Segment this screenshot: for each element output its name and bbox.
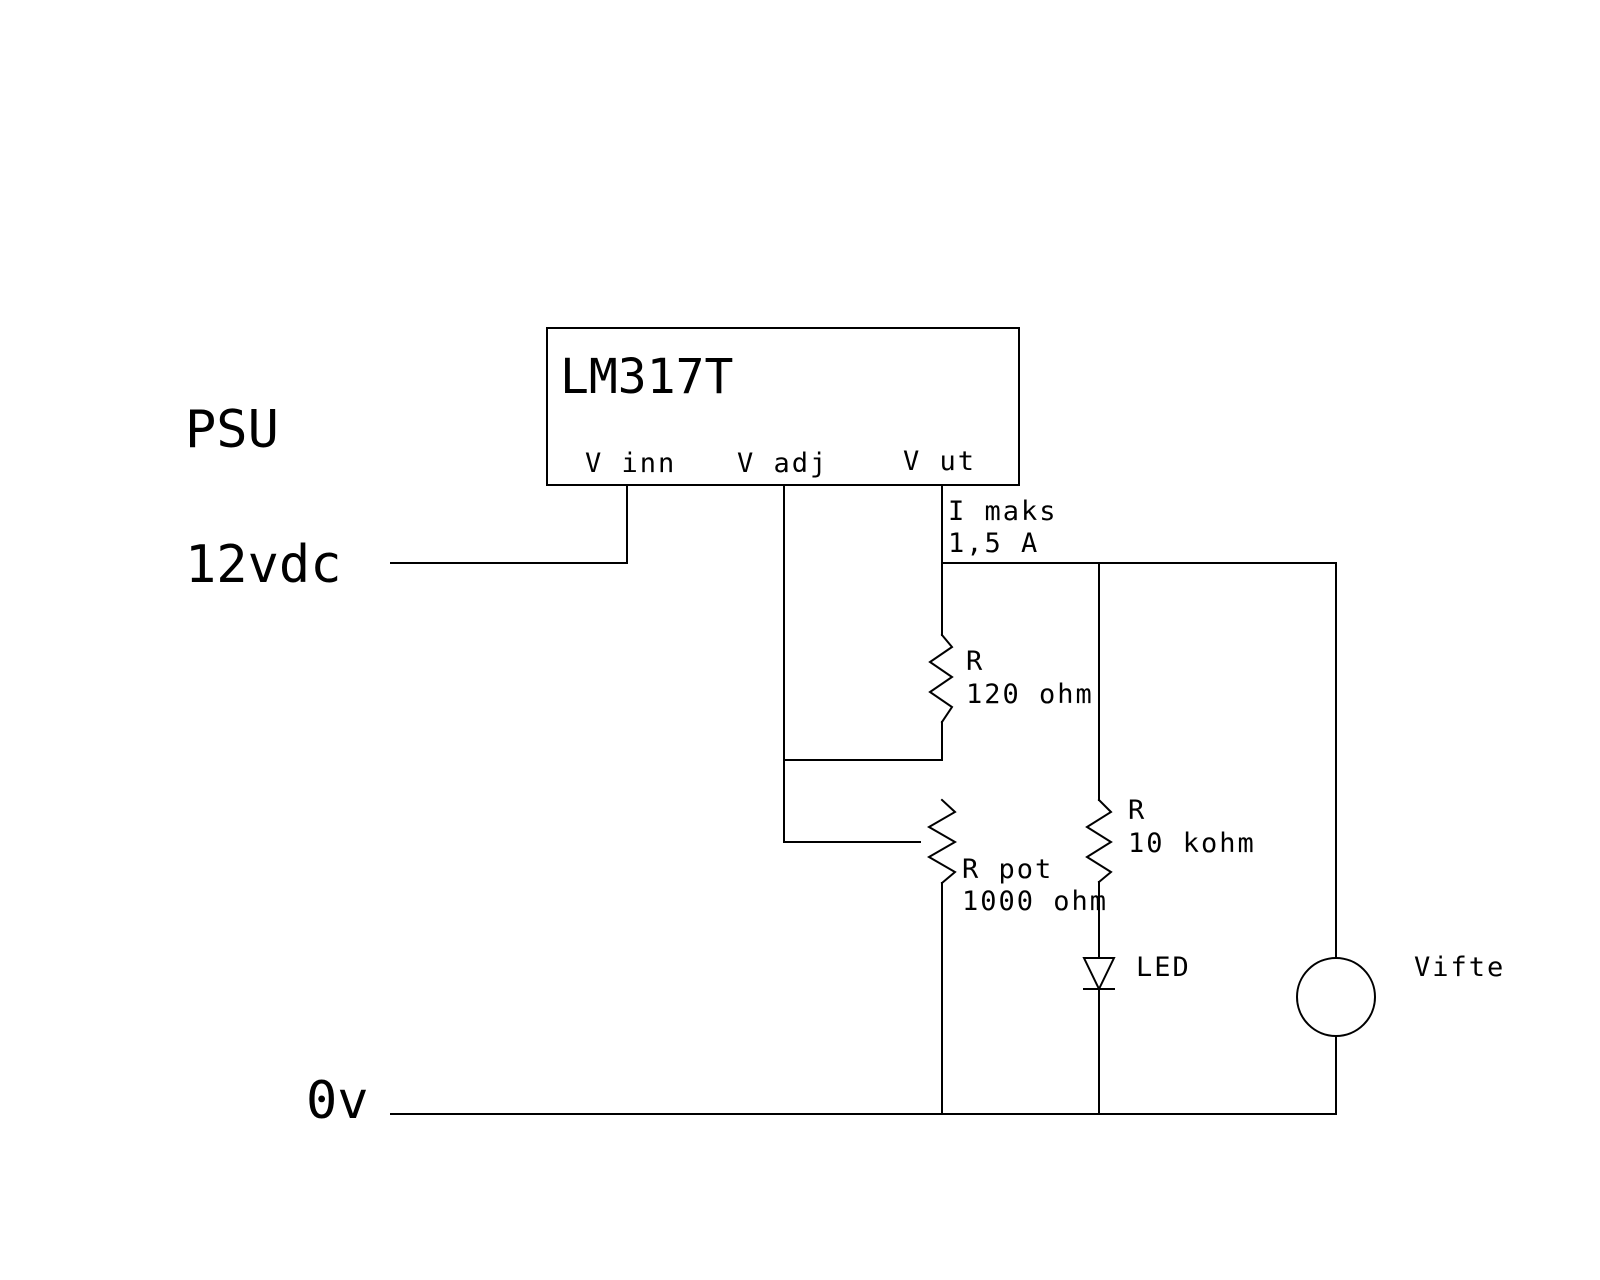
psu-label: PSU — [185, 400, 279, 460]
r10k-name-label: R — [1128, 795, 1146, 826]
pin-label-v-ut: V ut — [903, 446, 976, 477]
imax-label-line2: 1,5 A — [948, 528, 1039, 559]
imax-label-line1: I maks — [948, 496, 1058, 527]
potentiometer-1000-ohm — [926, 798, 958, 885]
supply-12vdc-label: 12vdc — [185, 535, 342, 595]
pin-label-v-adj: V adj — [737, 448, 828, 479]
regulator-label: LM317T — [560, 349, 733, 405]
ground-0v-label: 0v — [306, 1071, 369, 1131]
resistor-120-ohm — [928, 633, 954, 724]
r120-value-label: 120 ohm — [966, 679, 1094, 710]
r120-name-label: R — [966, 646, 984, 677]
pin-label-v-inn: V inn — [585, 448, 676, 479]
fan-label: Vifte — [1414, 952, 1505, 983]
resistor-10-kohm — [1085, 798, 1113, 884]
led-label: LED — [1136, 952, 1191, 983]
rpot-value-label: 1000 ohm — [962, 886, 1108, 917]
rpot-name-label: R pot — [962, 854, 1053, 885]
fan-symbol — [1296, 957, 1376, 1037]
led-diode-symbol — [1082, 957, 1116, 992]
wire-12v-to-vin — [390, 484, 628, 564]
r10k-value-label: 10 kohm — [1128, 828, 1256, 859]
